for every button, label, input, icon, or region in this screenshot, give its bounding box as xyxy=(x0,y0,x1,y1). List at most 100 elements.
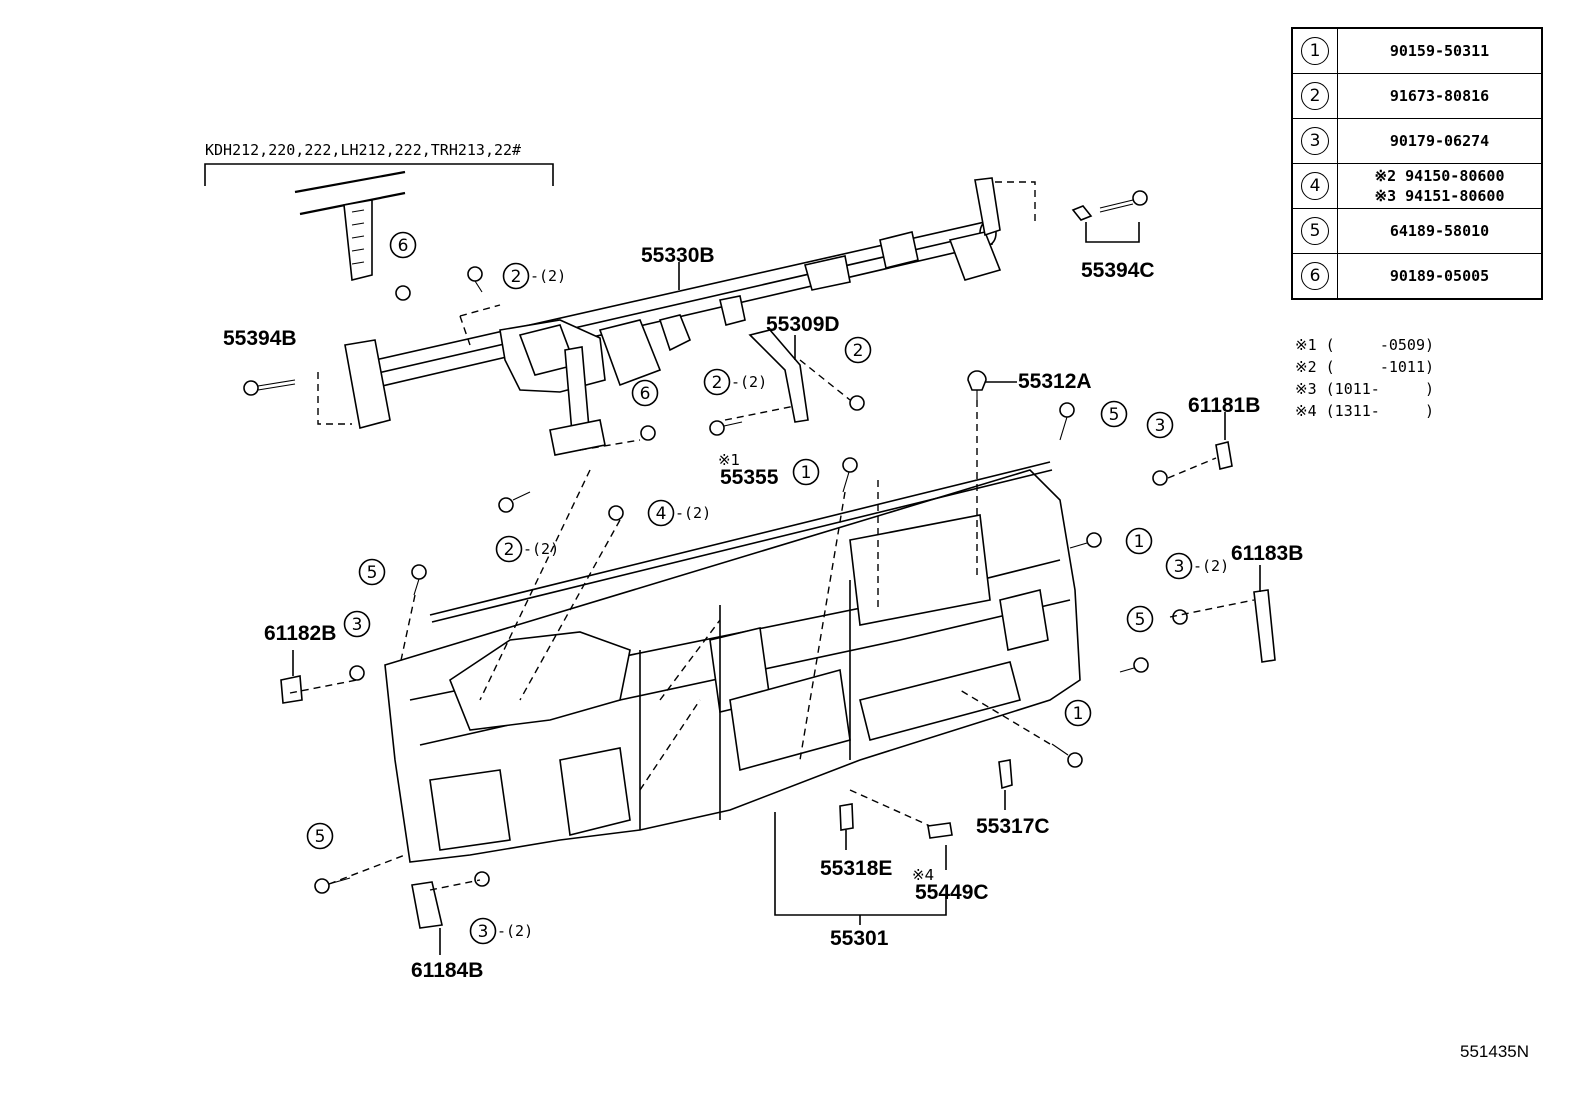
svg-text:3: 3 xyxy=(1174,557,1185,577)
ref-key-circle: 6 xyxy=(1301,262,1329,290)
ref-part-line: 90179-06274 xyxy=(1389,132,1490,150)
bolt xyxy=(411,564,427,596)
bolt xyxy=(1051,743,1083,768)
callout-3: 3 -(2) xyxy=(1165,552,1229,580)
ref-key-circle: 1 xyxy=(1301,37,1329,65)
label-61184B: 61184B xyxy=(411,959,483,982)
ref-key-circle: 3 xyxy=(1301,127,1329,155)
svg-text:1: 1 xyxy=(801,463,812,483)
bolt xyxy=(243,379,296,396)
ref-key: 1 xyxy=(1291,27,1338,74)
label-55317C: 55317C xyxy=(976,815,1050,838)
svg-text:1: 1 xyxy=(1134,532,1145,552)
svg-text:5: 5 xyxy=(367,563,378,583)
footnote-1: ※1 ( -0509) xyxy=(1295,336,1434,354)
nut xyxy=(395,285,411,301)
ref-part-line: 64189-58010 xyxy=(1389,222,1490,240)
svg-text:3: 3 xyxy=(478,922,489,942)
bolt xyxy=(314,877,351,894)
callout-6: 6 xyxy=(389,231,417,259)
bolt xyxy=(709,420,743,436)
svg-text:-(2): -(2) xyxy=(530,267,566,285)
ref-key: 5 xyxy=(1291,208,1338,254)
footnote-4: ※4 (1311- ) xyxy=(1295,402,1434,420)
bracket-61182B xyxy=(280,675,303,704)
pad-55449C xyxy=(927,822,953,839)
svg-text:5: 5 xyxy=(1135,610,1146,630)
leader-lines xyxy=(292,222,1261,955)
footnote-3: ※3 (1011- ) xyxy=(1295,380,1434,398)
bolt xyxy=(842,457,858,493)
callout-3: 3 -(2) xyxy=(469,917,533,945)
callout-3: 3 xyxy=(343,610,371,638)
ref-row-6: 6 90189-05005 xyxy=(1291,253,1543,300)
svg-text:3: 3 xyxy=(352,615,363,635)
applicability-bracket: KDH212,220,222,LH212,222,TRH213,22# xyxy=(204,141,554,186)
ref-part-number: 90189-05005 xyxy=(1337,253,1543,300)
label-55394B: 55394B xyxy=(223,327,297,350)
svg-text:-(2): -(2) xyxy=(1193,557,1229,575)
svg-text:-(2): -(2) xyxy=(675,504,711,522)
svg-text:1: 1 xyxy=(1073,704,1084,724)
callout-5: 5 xyxy=(358,558,386,586)
callouts: 6 2-(2) 2 2-(2) 6 5 3 1 4-(2) 1 2-(2) 3-… xyxy=(306,231,1229,945)
footnote-2: ※2 ( -1011) xyxy=(1295,358,1434,376)
nut xyxy=(640,425,656,441)
svg-text:6: 6 xyxy=(398,236,409,256)
svg-text:5: 5 xyxy=(315,827,326,847)
svg-text:3: 3 xyxy=(1155,416,1166,436)
svg-text:2: 2 xyxy=(712,373,723,393)
ref-part-number: ※2 94150-80600 ※3 94151-80600 xyxy=(1337,163,1543,209)
ref-part-line: 91673-80816 xyxy=(1389,87,1490,105)
label-55309D: 55309D xyxy=(766,313,840,336)
label-55312A: 55312A xyxy=(1018,370,1092,393)
nut xyxy=(474,871,490,887)
label-55394C: 55394C xyxy=(1081,259,1155,282)
svg-text:2: 2 xyxy=(511,267,522,287)
bracket-61184B xyxy=(411,881,443,929)
svg-text:4: 4 xyxy=(656,504,667,524)
callout-2: 2 -(2) xyxy=(502,262,566,290)
bracket-61181B xyxy=(1215,441,1233,470)
callout-2: 2-(2) xyxy=(495,535,559,563)
svg-text:2: 2 xyxy=(853,341,864,361)
dashed-leaders xyxy=(289,359,1255,891)
svg-text:5: 5 xyxy=(1109,405,1120,425)
ref-part-number: 91673-80816 xyxy=(1337,73,1543,119)
callout-2: 2-(2) xyxy=(703,368,767,396)
label-55449C: 55449C xyxy=(915,881,989,904)
callout-3: 3 xyxy=(1146,411,1174,439)
ref-part-line: ※3 94151-80600 xyxy=(1374,187,1505,205)
bolt xyxy=(1059,402,1075,441)
callout-2: 2 xyxy=(844,336,872,364)
ref-part-number: 64189-58010 xyxy=(1337,208,1543,254)
ref-key: 2 xyxy=(1291,73,1338,119)
bracket-55309D xyxy=(748,329,809,423)
callout-1: 1 xyxy=(1125,527,1153,555)
callout-5: 5 xyxy=(306,822,334,850)
fasteners xyxy=(243,190,1276,929)
label-61182B: 61182B xyxy=(264,622,336,645)
label-55301: 55301 xyxy=(830,927,889,950)
svg-text:-(2): -(2) xyxy=(497,922,533,940)
ref-row-3: 3 90179-06274 xyxy=(1291,118,1543,164)
label-55318E: 55318E xyxy=(820,857,892,880)
ref-part-number: 90179-06274 xyxy=(1337,118,1543,164)
callout-5: 5 xyxy=(1100,400,1128,428)
nut xyxy=(349,665,365,681)
callout-1: 1 xyxy=(792,458,820,486)
clip-55318E xyxy=(839,803,854,831)
nut xyxy=(1172,609,1188,625)
svg-text:6: 6 xyxy=(640,384,651,404)
ref-key-circle: 4 xyxy=(1301,172,1329,200)
callout-4: 4 -(2) xyxy=(647,499,711,527)
ref-part-line: ※2 94150-80600 xyxy=(1374,167,1505,185)
footnotes: ※1 ( -0509) ※2 ( -1011) ※3 (1011- ) ※4 (131… xyxy=(1295,334,1434,422)
ref-row-5: 5 64189-58010 xyxy=(1291,208,1543,254)
bolt xyxy=(498,491,531,513)
callout-5: 5 xyxy=(1126,605,1154,633)
bolt xyxy=(1071,190,1148,221)
